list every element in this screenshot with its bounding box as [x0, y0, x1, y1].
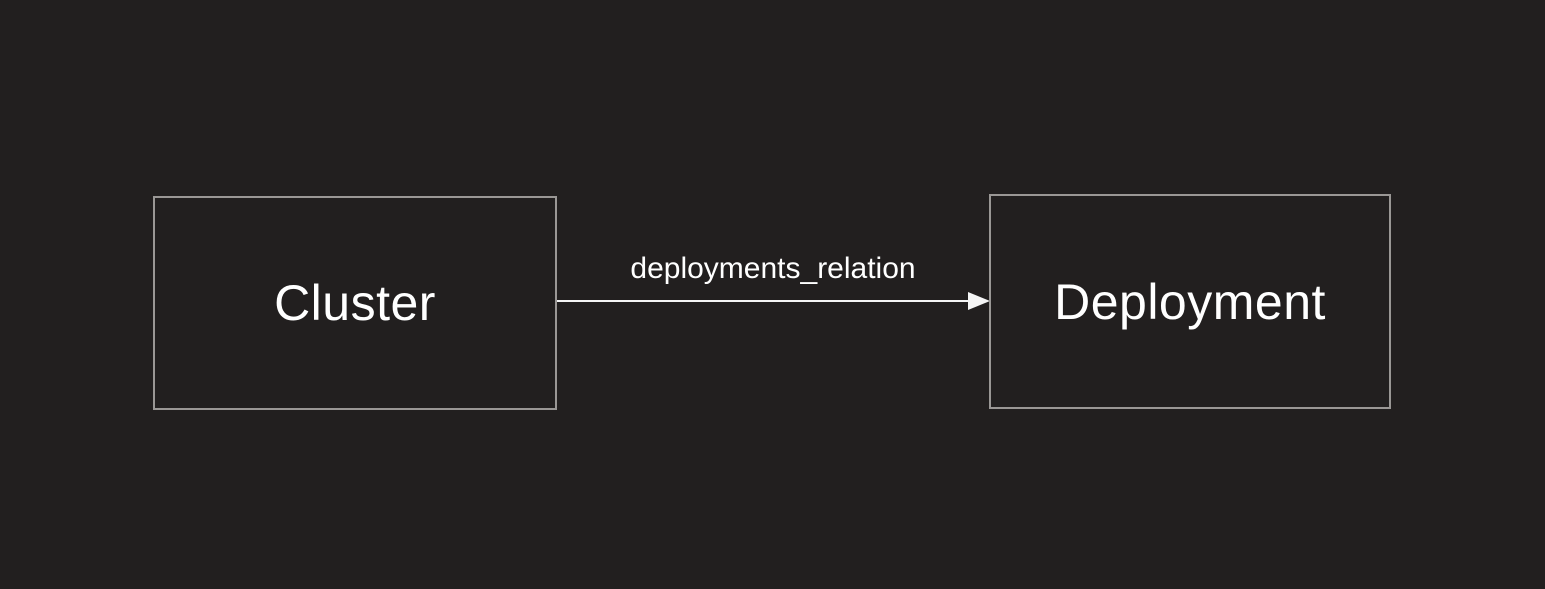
node-deployment: Deployment	[989, 194, 1391, 409]
arrowhead-icon	[968, 292, 990, 310]
node-deployment-label: Deployment	[1054, 273, 1326, 330]
node-cluster: Cluster	[153, 196, 557, 410]
node-cluster-label: Cluster	[274, 275, 436, 331]
edge-label: deployments_relation	[630, 252, 916, 285]
